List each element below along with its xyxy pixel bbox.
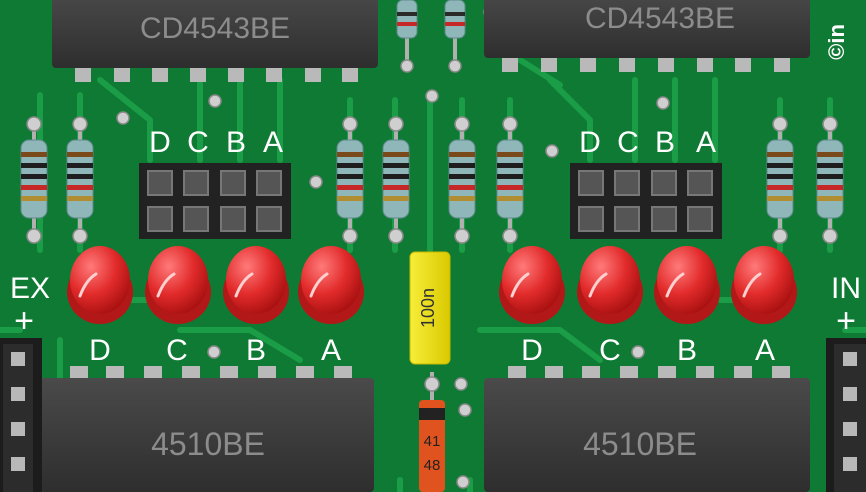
chip-label-decoder-right: CD4543BE [585,2,735,35]
capacitor-100n: 100n [409,251,451,365]
corner-logo-text: ©in [824,24,849,60]
diode-label-line1: 41 [424,433,441,450]
resistor-row [20,116,844,244]
led-label-a-left: A [321,334,341,367]
port-in: IN + [826,272,866,492]
led-label-d-left: D [89,334,111,367]
chip-4510-left: 4510BE [40,366,374,492]
resistor [382,116,410,244]
chip-4510-right: 4510BE [484,366,810,492]
chip-label-decoder-left: CD4543BE [140,12,290,45]
header-label-c-left: C [187,126,209,159]
led-labels-left: D C B A [89,334,341,367]
header-label-d-right: D [579,126,601,159]
resistor [20,116,48,244]
led-label-a-right: A [755,334,775,367]
header-label-c-right: C [617,126,639,159]
led [654,246,720,324]
header-label-a-right: A [696,126,716,159]
led [577,246,643,324]
corner-logo: ©in [824,24,849,60]
chip-cd4543-right: CD4543BE [484,0,810,72]
header-label-d-left: D [149,126,171,159]
led-label-b-left: B [246,334,266,367]
resistor-top-1 [396,0,418,73]
resistor [816,116,844,244]
port-ex: EX + [0,272,50,492]
led [298,246,364,324]
led [67,246,133,324]
led-label-d-right: D [521,334,543,367]
port-ex-label: EX [10,272,50,305]
resistor [66,116,94,244]
header-label-b-right: B [655,126,675,159]
led [499,246,565,324]
header-label-b-left: B [226,126,246,159]
header-labels-right: D C B A [579,126,716,159]
led-label-b-right: B [677,334,697,367]
led-label-c-left: C [166,334,188,367]
resistor [336,116,364,244]
chip-label-counter-right: 4510BE [583,426,697,462]
resistor [496,116,524,244]
led [223,246,289,324]
header-label-a-left: A [263,126,283,159]
port-in-sign: + [836,302,856,340]
resistor [766,116,794,244]
resistor-top-2 [444,0,466,73]
chip-label-counter-left: 4510BE [151,426,265,462]
led-row [67,246,797,324]
chip-cd4543-left: CD4543BE [52,0,378,82]
led [145,246,211,324]
diode-label-line2: 48 [424,457,441,474]
capacitor-label: 100n [418,288,438,328]
port-ex-sign: + [14,302,34,340]
resistor [448,116,476,244]
led-label-c-right: C [599,334,621,367]
led [731,246,797,324]
led-labels-right: D C B A [521,334,775,367]
header-labels-left: D C B A [149,126,283,159]
port-in-label: IN [831,272,861,305]
pin-header-right [570,163,722,239]
diode-4148: 41 48 [419,372,445,492]
pin-header-left [139,163,291,239]
